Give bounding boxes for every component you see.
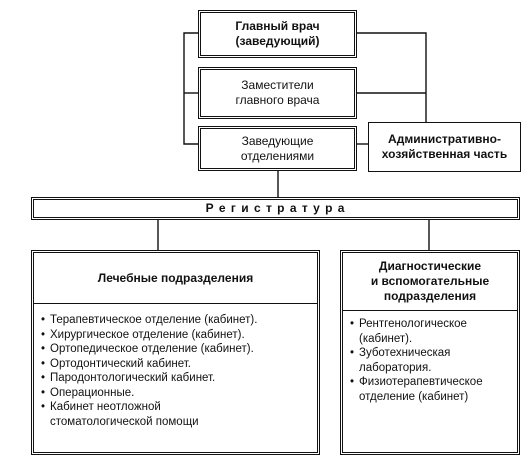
diagnostic-header: Диагностические и вспомогательные подраз…: [343, 253, 517, 311]
treatment-item: Операционные.: [41, 386, 317, 401]
deputies-line1: Заместители: [241, 78, 314, 92]
diagnostic-departments-box: Диагностические и вспомогательные подраз…: [340, 250, 520, 455]
diagnostic-title-line2: и вспомогательные: [370, 274, 490, 288]
treatment-item: Кабинет неотложной стоматологической пом…: [41, 400, 230, 429]
administrative-line2: хозяйственная часть: [381, 147, 508, 161]
treatment-departments-box: Лечебные подразделения Терапевтическое о…: [31, 250, 320, 455]
treatment-item: Ортопедическое отделение (кабинет).: [41, 342, 317, 357]
diagnostic-list: Рентгенологическое (кабинет). Зуботехнич…: [350, 317, 516, 404]
treatment-item: Пародонтологический кабинет.: [41, 371, 317, 386]
treatment-list: Терапевтическое отделение (кабинет). Хир…: [41, 313, 317, 429]
connector-right-bracket: [357, 32, 427, 122]
chief-physician-line1: Главный врач: [235, 19, 320, 33]
chief-physician-box: Главный врач (заведующий): [198, 10, 357, 58]
registry-label: Р е г и с т р а т у р а: [205, 201, 346, 215]
administrative-line1: Административно-: [388, 132, 501, 146]
diagnostic-item: Рентгенологическое (кабинет).: [350, 317, 499, 346]
diagnostic-title-line1: Диагностические: [378, 259, 482, 273]
department-heads-line1: Заведующие: [241, 133, 314, 148]
diagnostic-item: Зуботехническая лаборатория.: [350, 346, 479, 375]
administrative-box: Административно- хозяйственная часть: [368, 122, 521, 172]
treatment-item: Терапевтическое отделение (кабинет).: [41, 313, 317, 328]
department-heads-line2: отделениями: [240, 148, 315, 163]
department-heads-box: Заведующие отделениями: [198, 126, 357, 171]
diagnostic-title-line3: подразделения: [383, 289, 477, 303]
treatment-title: Лечебные подразделения: [97, 270, 254, 285]
chief-physician-line2: (заведующий): [235, 34, 320, 48]
diagnostic-item: Физиотерапевтическое отделение (кабинет): [350, 375, 519, 404]
connector-left-bracket: [183, 32, 198, 145]
registry-box: Р е г и с т р а т у р а: [31, 197, 520, 220]
treatment-item: Хирургическое отделение (кабинет).: [41, 328, 317, 343]
deputies-line2: главного врача: [235, 93, 320, 107]
treatment-header: Лечебные подразделения: [34, 253, 317, 304]
deputies-box: Заместители главного врача: [198, 67, 357, 119]
treatment-item: Ортодонтический кабинет.: [41, 357, 317, 372]
